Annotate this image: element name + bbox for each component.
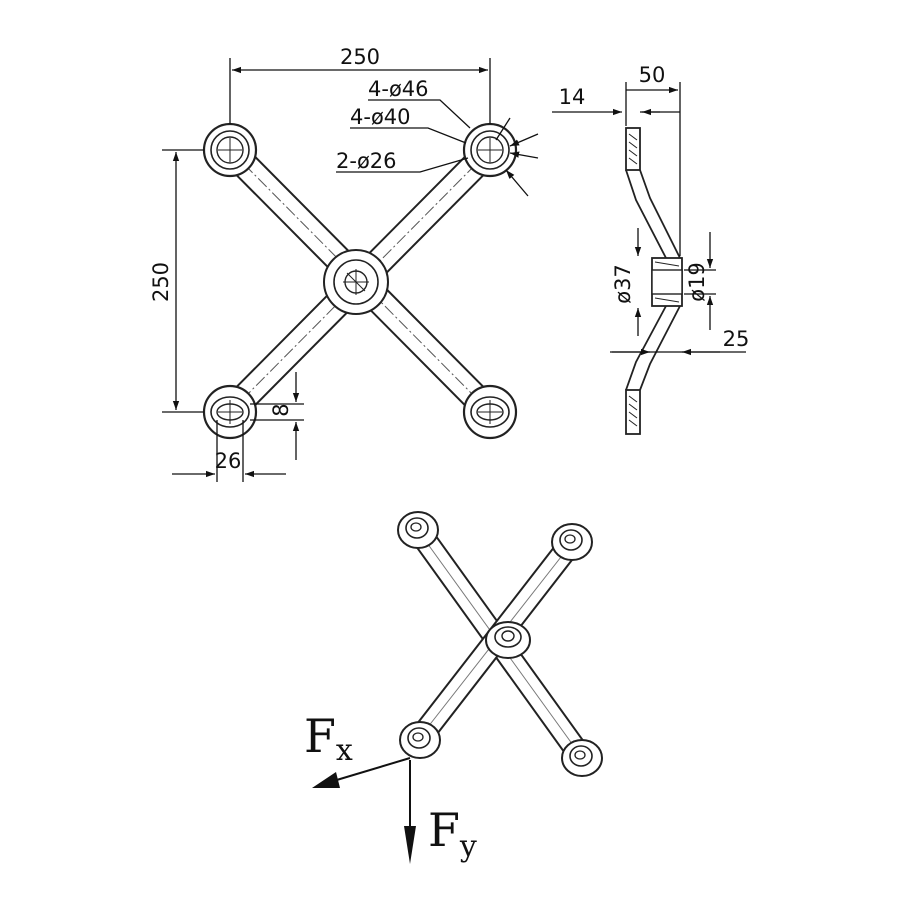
force-x-label: Fx [304,709,353,768]
side-bottom-plate [625,389,641,435]
dimension-slot [172,372,304,482]
force-y-label: Fy [428,803,477,864]
force-arrows [312,757,416,864]
side-view [552,82,746,435]
hub-diameter-label: ø37 [611,264,635,304]
plate-thickness-label: 14 [559,85,586,109]
callout-leaders [336,99,539,197]
isometric-view [312,511,603,864]
dimension-width [229,58,491,124]
front-disc-bottom-right [462,384,518,440]
front-disc-top-right [462,122,518,178]
height-dimension-label: 250 [149,262,173,302]
dimension-height [162,149,204,413]
front-disc-bottom-left [202,384,258,440]
iso-center-hub [485,621,531,659]
front-disc-top-left [202,122,258,178]
iso-disc-bottom-left [399,721,441,759]
front-center-hub [323,249,389,315]
hub-depth-label: 25 [723,327,750,351]
hole-diameter-callout: 2-ø26 [336,149,397,173]
overall-depth-label: 50 [639,63,666,87]
bottom-hole-label: 26 [215,449,242,473]
slot-offset-label: 8 [269,403,293,416]
front-view [162,58,539,482]
outer-diameter-callout: 4-ø46 [368,77,429,101]
width-dimension-label: 250 [340,45,380,69]
side-hub [651,257,683,307]
side-top-plate [625,127,641,171]
middle-diameter-callout: 4-ø40 [350,105,411,129]
iso-disc-top-left [397,511,439,549]
iso-disc-top-right [551,523,593,561]
iso-disc-bottom-right [561,739,603,777]
side-dimensions [552,82,746,356]
hub-hole-label: ø19 [685,262,709,302]
